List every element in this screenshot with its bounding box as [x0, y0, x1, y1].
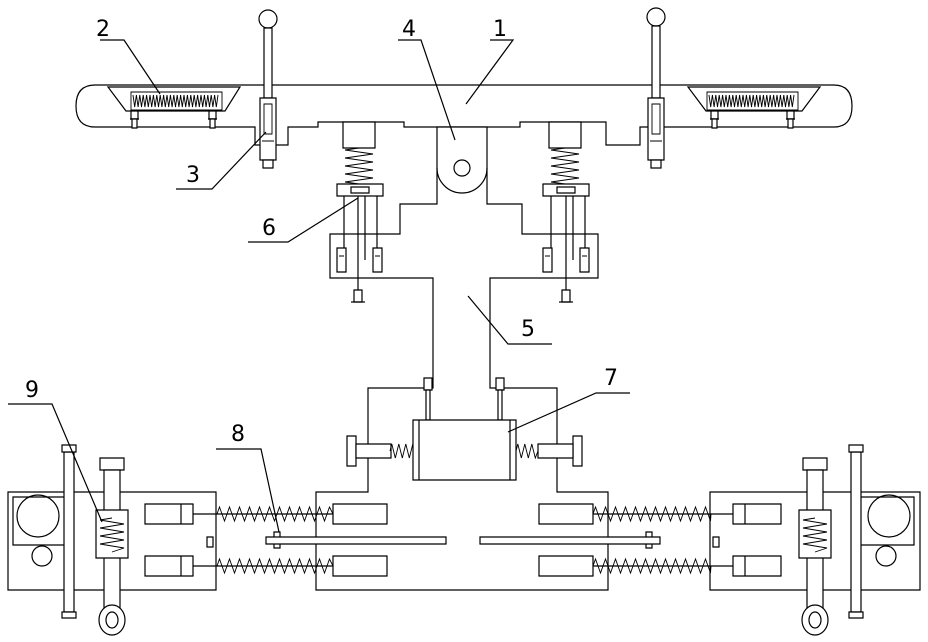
spring-pad-right	[688, 87, 820, 128]
callout-9: 9	[25, 378, 39, 403]
damper-left	[337, 122, 383, 302]
callout-8: 8	[231, 422, 245, 447]
callout-6: 6	[262, 216, 276, 241]
slide-block	[347, 378, 582, 480]
callout-4: 4	[402, 17, 416, 42]
callout-2: 2	[96, 17, 110, 42]
callout-5: 5	[521, 317, 535, 342]
lever-left	[259, 10, 277, 168]
damper-right	[543, 122, 589, 302]
spring-pad-left	[108, 87, 240, 128]
callout-3: 3	[186, 163, 200, 188]
lower-right-assembly	[480, 445, 920, 635]
lever-right	[647, 8, 665, 168]
callout-1: 1	[493, 17, 507, 42]
central-hanger	[316, 168, 608, 590]
callout-7: 7	[604, 366, 618, 391]
pivot-hinge	[437, 127, 487, 193]
lower-left-assembly	[8, 445, 446, 635]
